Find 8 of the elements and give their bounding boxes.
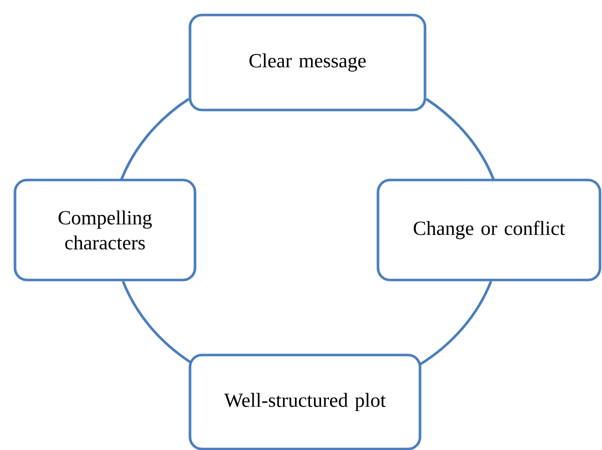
process-box: Change or conflict [376,178,602,282]
connector-arc [122,280,192,364]
process-box: Compelling characters [14,178,196,282]
connector-arc [418,280,492,366]
connector-arc [426,98,495,180]
process-box: Well-structured plot [188,354,422,450]
connector-arc [120,98,190,180]
process-box: Clear message [188,14,426,112]
